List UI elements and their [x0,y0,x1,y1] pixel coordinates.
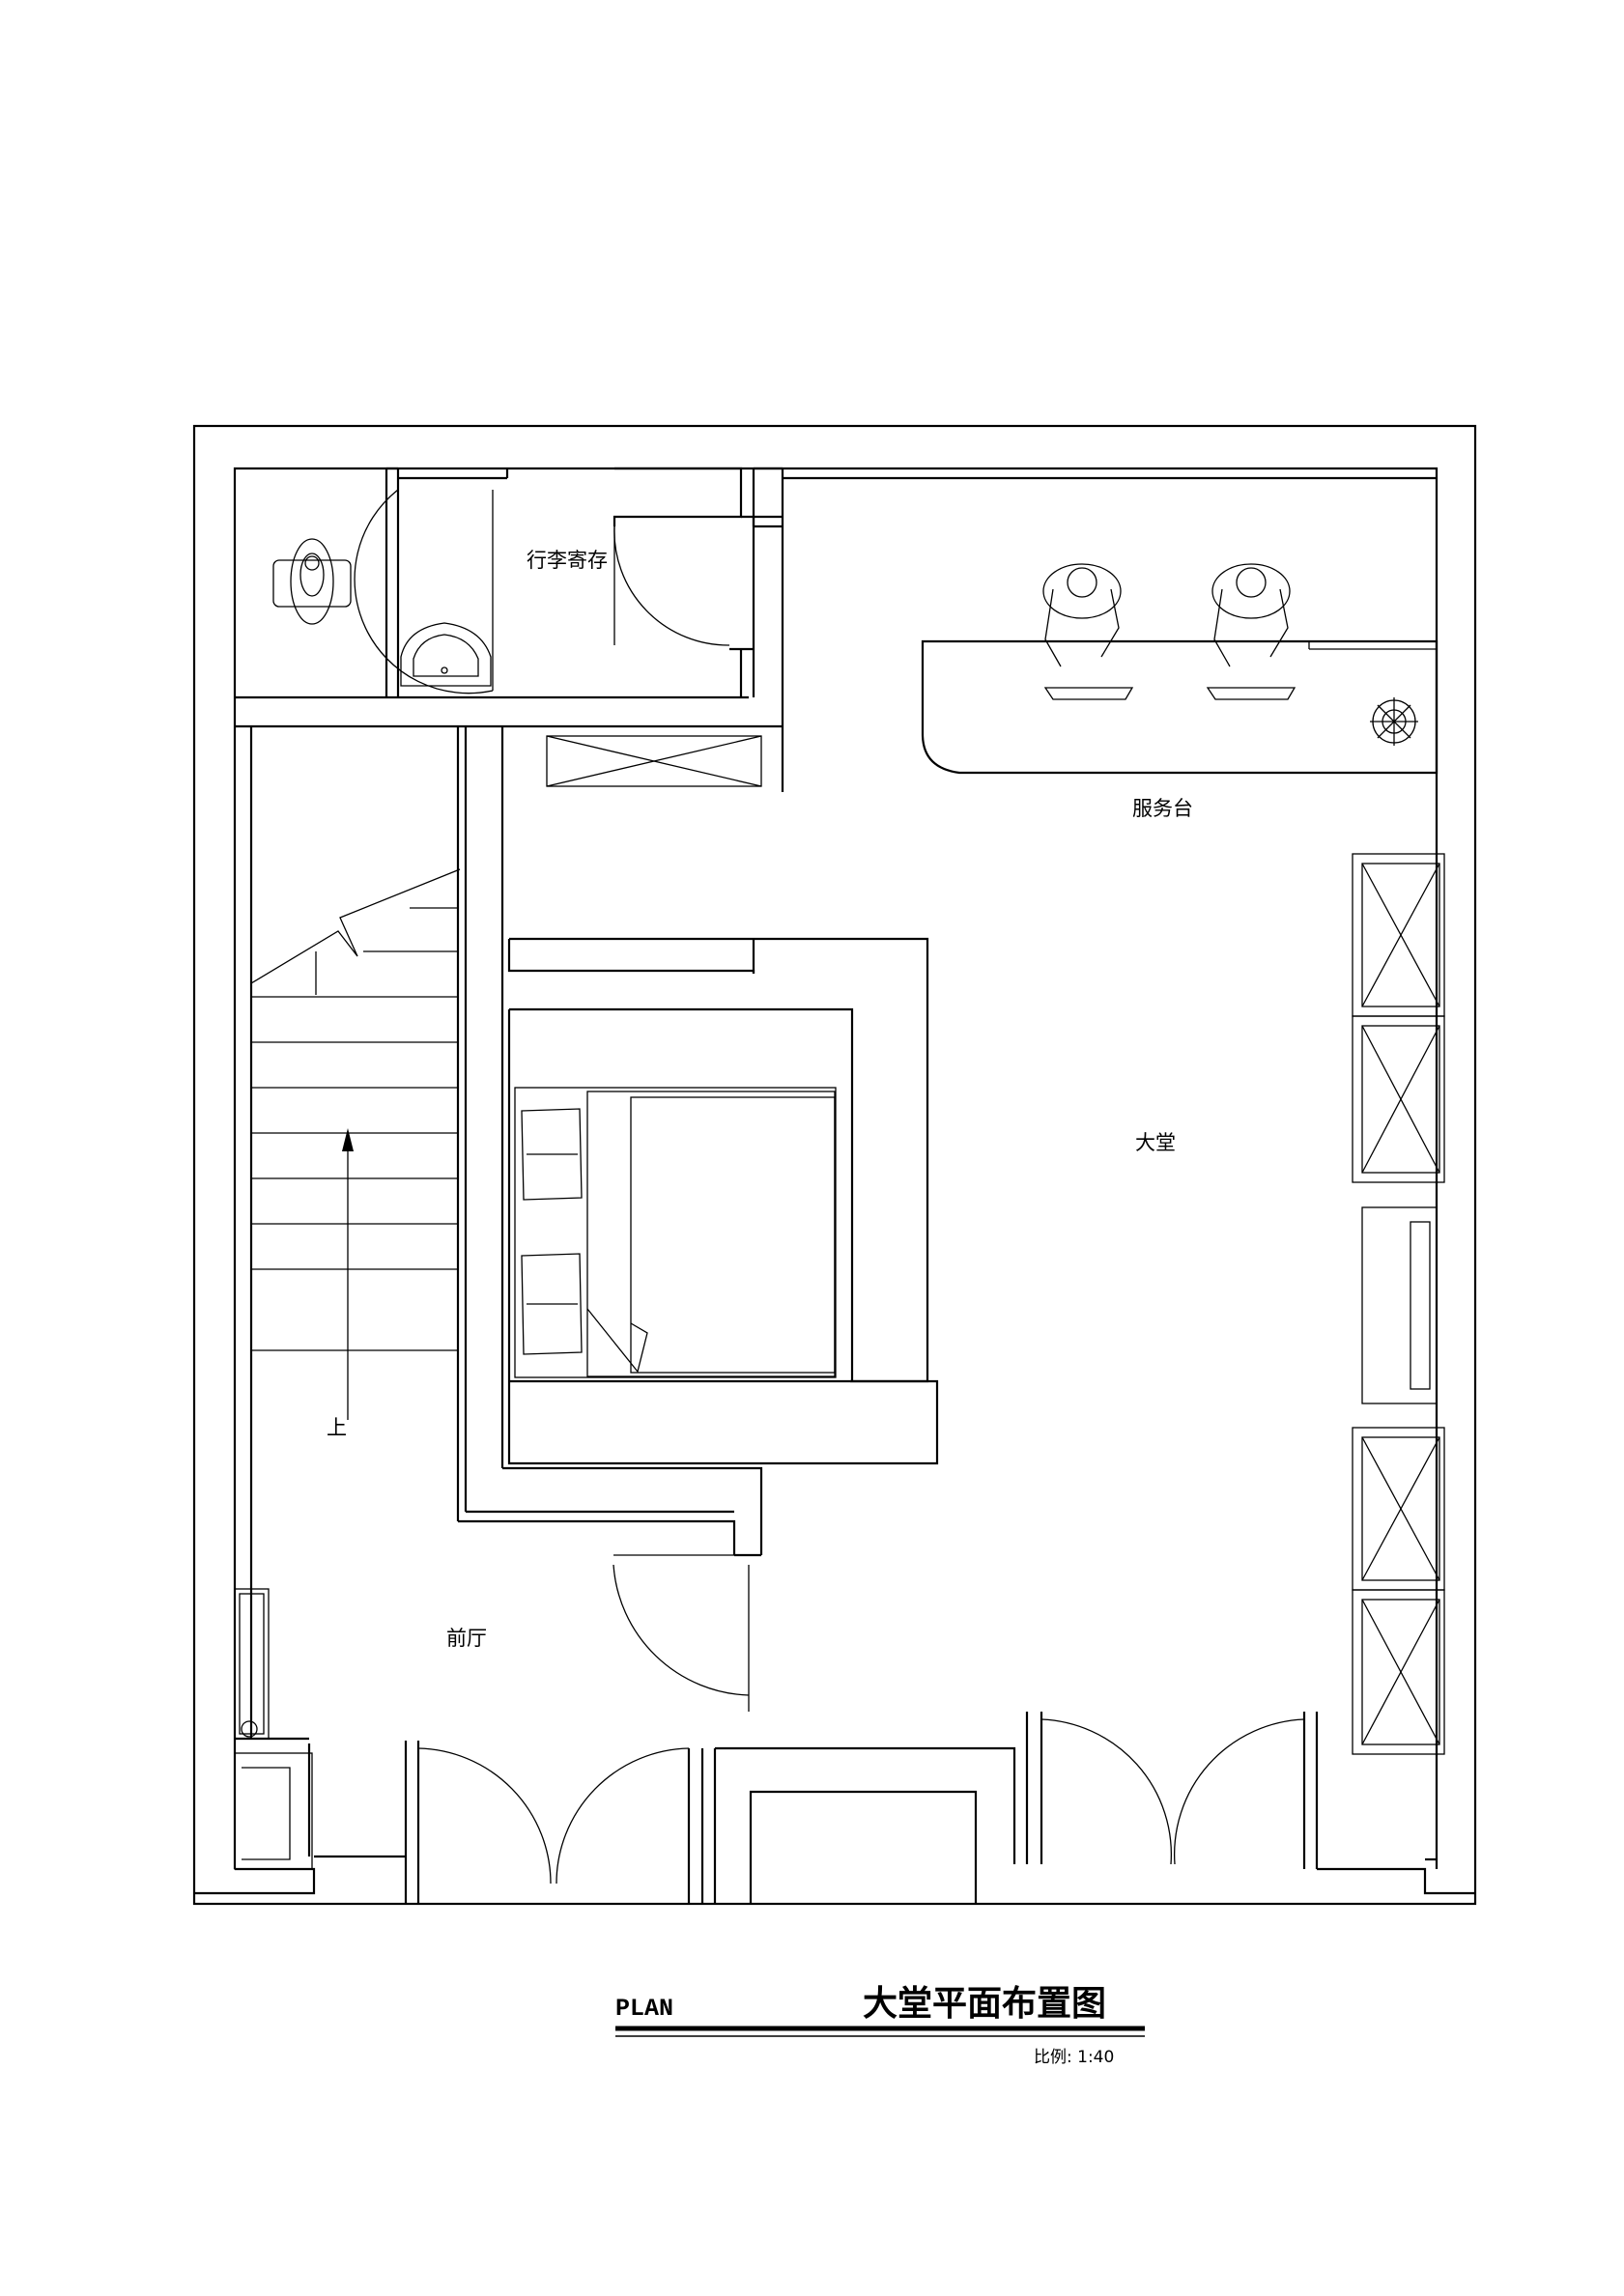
wall-cabinets [1352,853,1445,1755]
exterior-walls [192,424,1477,1906]
receptionist-icon [1042,563,1122,667]
staircase [249,726,763,1739]
plan-label: PLAN [615,1995,673,2023]
room-label-service-desk: 服务台 [1132,797,1193,820]
phone-icon [1370,697,1418,746]
foyer-fixtures [234,1588,313,1870]
luggage-room [354,467,784,792]
washbasin-icon [400,622,492,687]
title-block: PLAN 大堂平面布置图 比例: 1:40 [615,1984,1145,2067]
entrance-door-left [417,1747,690,1885]
lobby-door [613,1554,750,1712]
room-label-foyer: 前厅 [446,1627,487,1650]
squat-toilet-icon [272,538,352,625]
drawing-title: 大堂平面布置图 [863,1984,1106,2024]
bed-icon [514,1087,837,1378]
room-label-luggage: 行李寄存 [527,549,608,572]
toilet-room [272,467,492,697]
storage-cabinet [546,735,762,787]
service-desk [921,563,1439,775]
scale-label: 比例: 1:40 [1034,2048,1114,2067]
receptionist-icon [1211,563,1291,667]
entrance-door-right [1040,1718,1305,1865]
room-label-lobby: 大堂 [1135,1131,1176,1154]
stair-up-label: 上 [327,1416,347,1439]
central-block [507,937,939,1465]
